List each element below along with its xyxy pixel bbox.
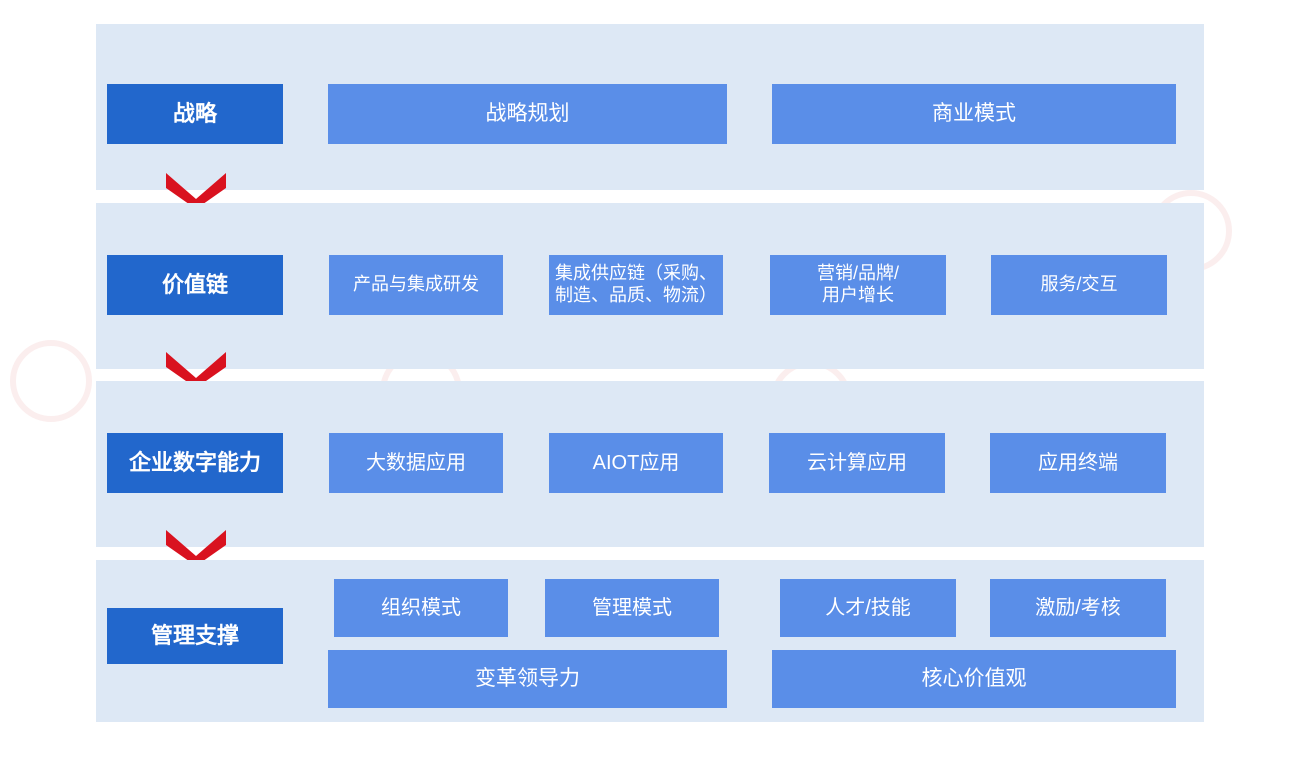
watermark-circle <box>10 340 92 422</box>
box-business-model[interactable]: 商业模式 <box>772 84 1176 144</box>
row-label-management-support[interactable]: 管理支撑 <box>107 608 283 664</box>
row-label-strategy[interactable]: 战略 <box>107 84 283 144</box>
box-incentive-assessment[interactable]: 激励/考核 <box>990 579 1166 637</box>
box-integrated-supply-chain[interactable]: 集成供应链（采购、 制造、品质、物流） <box>549 255 723 315</box>
box-big-data-application[interactable]: 大数据应用 <box>329 433 503 493</box>
box-marketing-brand-growth[interactable]: 营销/品牌/ 用户增长 <box>770 255 946 315</box>
box-organization-model[interactable]: 组织模式 <box>334 579 508 637</box>
box-strategy-planning[interactable]: 战略规划 <box>328 84 727 144</box>
box-application-terminal[interactable]: 应用终端 <box>990 433 1166 493</box>
box-aiot-application[interactable]: AIOT应用 <box>549 433 723 493</box>
box-product-rnd[interactable]: 产品与集成研发 <box>329 255 503 315</box>
row-label-digital-capability[interactable]: 企业数字能力 <box>107 433 283 493</box>
box-change-leadership[interactable]: 变革领导力 <box>328 650 727 708</box>
box-core-values[interactable]: 核心价值观 <box>772 650 1176 708</box>
box-cloud-computing-application[interactable]: 云计算应用 <box>769 433 945 493</box>
box-service-interaction[interactable]: 服务/交互 <box>991 255 1167 315</box>
box-management-model[interactable]: 管理模式 <box>545 579 719 637</box>
row-label-value-chain[interactable]: 价值链 <box>107 255 283 315</box>
box-talent-skills[interactable]: 人才/技能 <box>780 579 956 637</box>
